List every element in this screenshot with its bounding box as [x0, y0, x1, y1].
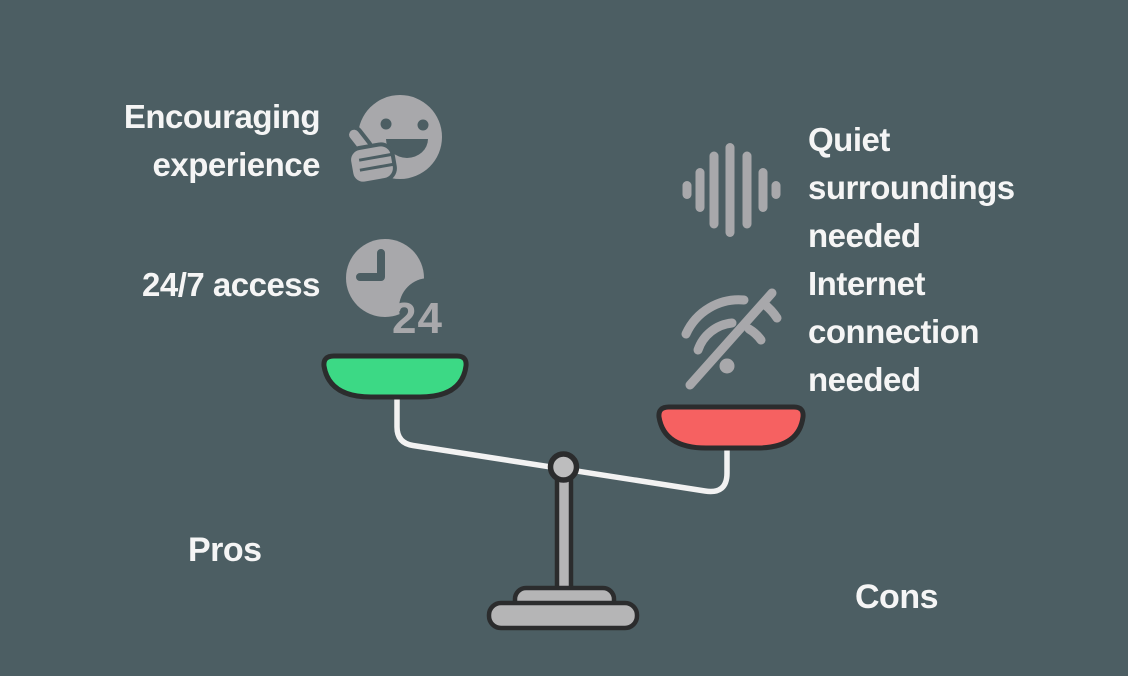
pros-item-label-24-7-access: 24/7 access: [141, 266, 321, 303]
cons-item-label-quiet-surroundings: Quiet surroundings needed: [808, 121, 1015, 254]
scale-pivot: [547, 451, 580, 483]
wifi-off-icon: [681, 288, 782, 390]
clock-24-badge: 24: [392, 294, 443, 343]
pros-item-label-encouraging-experience: Encouraging experience: [123, 98, 321, 183]
cons-title: Cons: [855, 578, 939, 616]
clock-24-icon: [346, 239, 459, 338]
pros-pan: [321, 353, 469, 400]
thumbs-up-smiley-icon: [345, 95, 442, 186]
cons-pan: [656, 404, 806, 451]
sound-wave-icon: [682, 143, 781, 237]
pros-title: Pros: [188, 531, 262, 569]
scale-base-bottom: [486, 600, 640, 631]
cons-item-label-internet-connection: Internet connection needed: [808, 265, 980, 398]
